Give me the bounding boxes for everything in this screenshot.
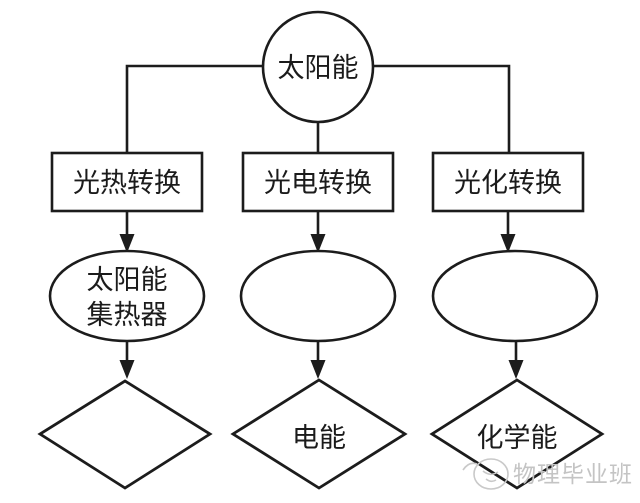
node-output-left (37, 379, 213, 490)
device-middle-ellipse (239, 249, 397, 343)
node-device-collector: 太阳能 集热器 (48, 249, 206, 343)
device-collector-label-line1: 太阳能 (87, 265, 168, 296)
arrow-heat-to-collector (119, 211, 135, 253)
solar-source-circle (261, 10, 375, 124)
watermark-label: 物理毕业班 (513, 462, 633, 488)
device-collector-label-line2: 集热器 (87, 300, 168, 331)
arrowhead-down-icon (310, 234, 326, 253)
output-left-diamond (37, 379, 213, 490)
output-chemical-diamond (429, 378, 605, 490)
node-output-chemical: 化学能 (429, 378, 605, 490)
output-electric-diamond (230, 378, 408, 490)
arrow-collector-to-output (119, 341, 135, 379)
arrowhead-down-icon (508, 360, 524, 379)
device-right-ellipse (431, 249, 599, 343)
edge-solar-to-heat (125, 64, 263, 153)
converter-electric-label: 光电转换 (264, 168, 372, 199)
output-electric-label: 电能 (292, 423, 346, 454)
converter-heat-label: 光热转换 (73, 168, 181, 199)
arrowhead-down-icon (119, 234, 135, 253)
node-converter-chemical: 光化转换 (431, 151, 585, 213)
node-output-electric: 电能 (230, 378, 408, 490)
arrow-electric-to-device (310, 211, 326, 253)
converter-electric-rect (241, 151, 395, 213)
converter-chemical-label: 光化转换 (454, 168, 562, 199)
node-solar-source: 太阳能 (261, 10, 375, 124)
solar-source-label: 太阳能 (278, 53, 359, 84)
converter-chemical-rect (431, 151, 585, 213)
edge-solar-to-chemical (373, 64, 511, 153)
arrow-chemical-to-device (500, 211, 516, 253)
converter-heat-rect (50, 151, 204, 213)
output-chemical-label: 化学能 (477, 423, 558, 454)
node-converter-heat: 光热转换 (50, 151, 204, 213)
doodle-circle-logo-icon (473, 458, 509, 490)
watermark: 物理毕业班 (462, 458, 633, 490)
arrow-device-to-electric-output (310, 341, 326, 379)
arrowhead-down-icon (500, 234, 516, 253)
arrowhead-down-icon (119, 360, 135, 379)
arrow-device-to-chemical-output (508, 341, 524, 379)
doodle-face-marks (482, 470, 499, 483)
arrowhead-down-icon (310, 360, 326, 379)
device-collector-ellipse (48, 249, 206, 343)
node-converter-electric: 光电转换 (241, 151, 395, 213)
node-device-right (431, 249, 599, 343)
node-device-middle (239, 249, 397, 343)
doodle-stroke (462, 462, 478, 471)
